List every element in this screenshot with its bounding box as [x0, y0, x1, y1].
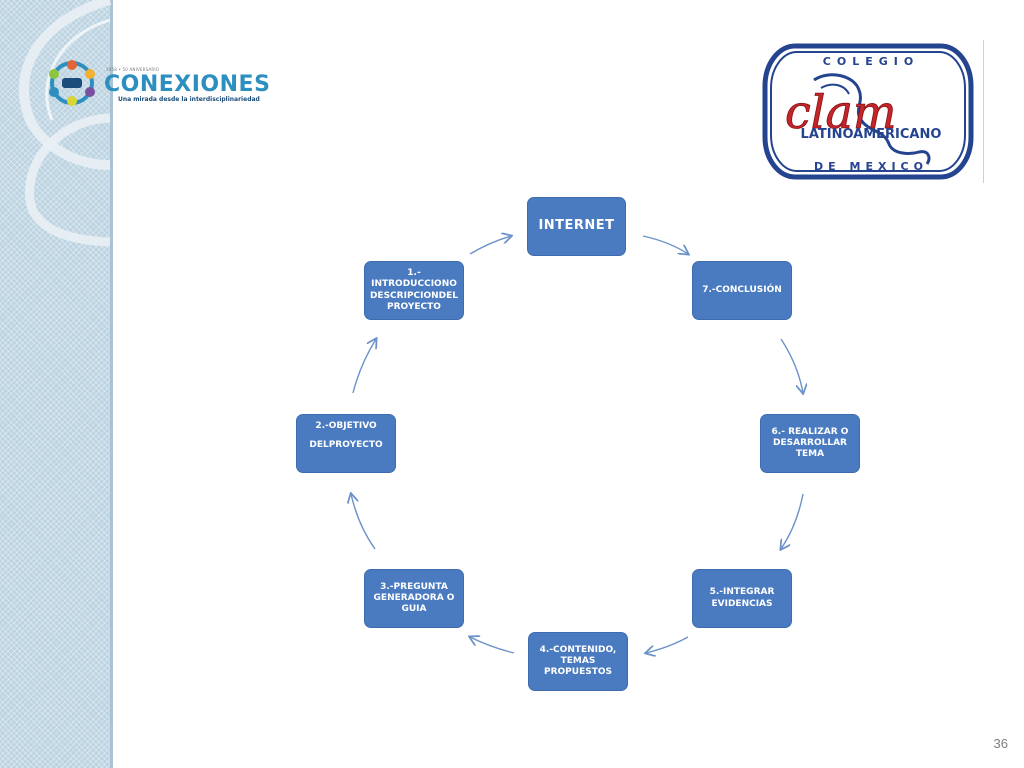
arrow-pregunta-to-objetivo: [351, 494, 376, 550]
node-introduccion: 1.- INTRODUCCIONO DESCRIPCIONDEL PROYECT…: [364, 261, 464, 320]
arrow-conclusion-to-realizar: [780, 338, 803, 393]
arrow-objetivo-to-introduccion: [352, 339, 376, 394]
conexiones-wordmark: CONEXIONES: [104, 72, 271, 97]
clam-middle-text: LATINOAMERICANO: [801, 127, 942, 142]
slide-page-number: 36: [993, 736, 1008, 751]
clam-script-text: clam: [785, 85, 897, 139]
node-conclusion-label: 7.-CONCLUSIÓN: [702, 284, 782, 295]
decorative-sidebar: [0, 0, 113, 768]
decorative-swoosh: [18, 0, 112, 247]
sidebar-edge: [110, 0, 113, 768]
clam-bottom-text: DE MEXICO: [814, 160, 928, 173]
node-pregunta-generadora: 3.-PREGUNTA GENERADORA O GUIA: [364, 569, 464, 628]
node-conclusion: 7.-CONCLUSIÓN: [692, 261, 792, 320]
arrow-integrar-to-contenido: [646, 636, 689, 653]
node-internet: INTERNET: [527, 197, 626, 256]
arrow-realizar-to-integrar: [781, 493, 804, 549]
node-pregunta-label: 3.-PREGUNTA GENERADORA O GUIA: [373, 581, 455, 615]
node-introduccion-label: 1.- INTRODUCCIONO DESCRIPCIONDEL PROYECT…: [369, 268, 459, 312]
conexiones-anniversary-text: 1958 • 50 ANIVERSARIO: [106, 67, 160, 72]
conexiones-emblem-icon: [49, 60, 95, 106]
node-objetivo-label-line2: DELPROYECTO: [309, 440, 383, 451]
node-contenido-temas: 4.-CONTENIDO, TEMAS PROPUESTOS: [528, 632, 628, 691]
clam-top-text: COLEGIO: [823, 55, 919, 68]
node-objetivo-proyecto: 2.-OBJETIVO DELPROYECTO: [296, 414, 396, 473]
node-realizar-label: 6.- REALIZAR O DESARROLLAR TEMA: [771, 426, 849, 460]
conexiones-logo: 1958 • 50 ANIVERSARIO CONEXIONES Una mir…: [40, 58, 280, 108]
node-realizar-tema: 6.- REALIZAR O DESARROLLAR TEMA: [760, 414, 860, 473]
arrow-introduccion-to-internet: [469, 236, 511, 255]
node-integrar-evidencias: 5.-INTEGRAR EVIDENCIAS: [692, 569, 792, 628]
arrow-contenido-to-pregunta: [470, 637, 515, 654]
node-objetivo-label-line1: 2.-OBJETIVO: [315, 421, 377, 431]
conexiones-tagline: Una mirada desde la interdisciplinarieda…: [118, 96, 260, 103]
clam-emblem-icon: clam COLEGIO LATINOAMERICANO DE MEXICO: [762, 43, 974, 180]
arrow-internet-to-conclusion: [642, 235, 688, 254]
node-internet-label: INTERNET: [538, 218, 615, 233]
node-contenido-label: 4.-CONTENIDO, TEMAS PROPUESTOS: [539, 644, 617, 678]
node-integrar-label: 5.-INTEGRAR EVIDENCIAS: [709, 587, 775, 609]
clam-logo: clam COLEGIO LATINOAMERICANO DE MEXICO: [759, 40, 984, 183]
